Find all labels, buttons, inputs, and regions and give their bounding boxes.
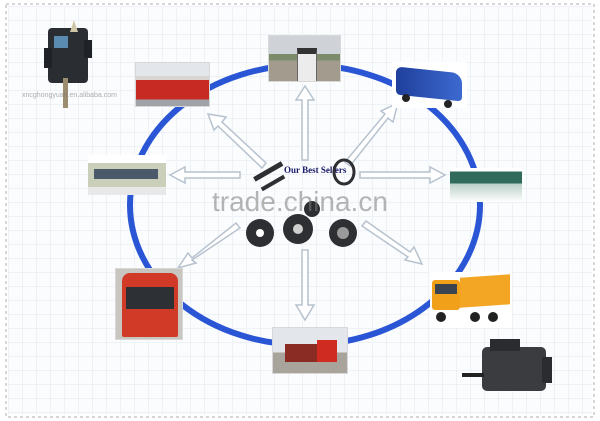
node-orange-dump-truck — [430, 272, 512, 328]
product-gearbox-top-left — [30, 18, 105, 113]
supplier-watermark: xncghongyuan.en.alibaba.com — [22, 92, 117, 99]
trade-watermark: trade.china.cn — [212, 186, 388, 217]
node-red-double-deck-coach — [135, 62, 210, 107]
node-red-dump-truck — [272, 327, 348, 374]
node-coach-front — [268, 35, 341, 82]
product-gearbox-bottom-right — [460, 335, 560, 405]
center-gear-parts — [246, 158, 357, 247]
node-city-bus — [88, 155, 166, 195]
node-green-bus — [450, 168, 522, 202]
node-blue-coach — [392, 62, 467, 108]
node-red-volvo-bus — [115, 268, 183, 340]
center-caption: Our Best Sellers — [284, 165, 347, 175]
